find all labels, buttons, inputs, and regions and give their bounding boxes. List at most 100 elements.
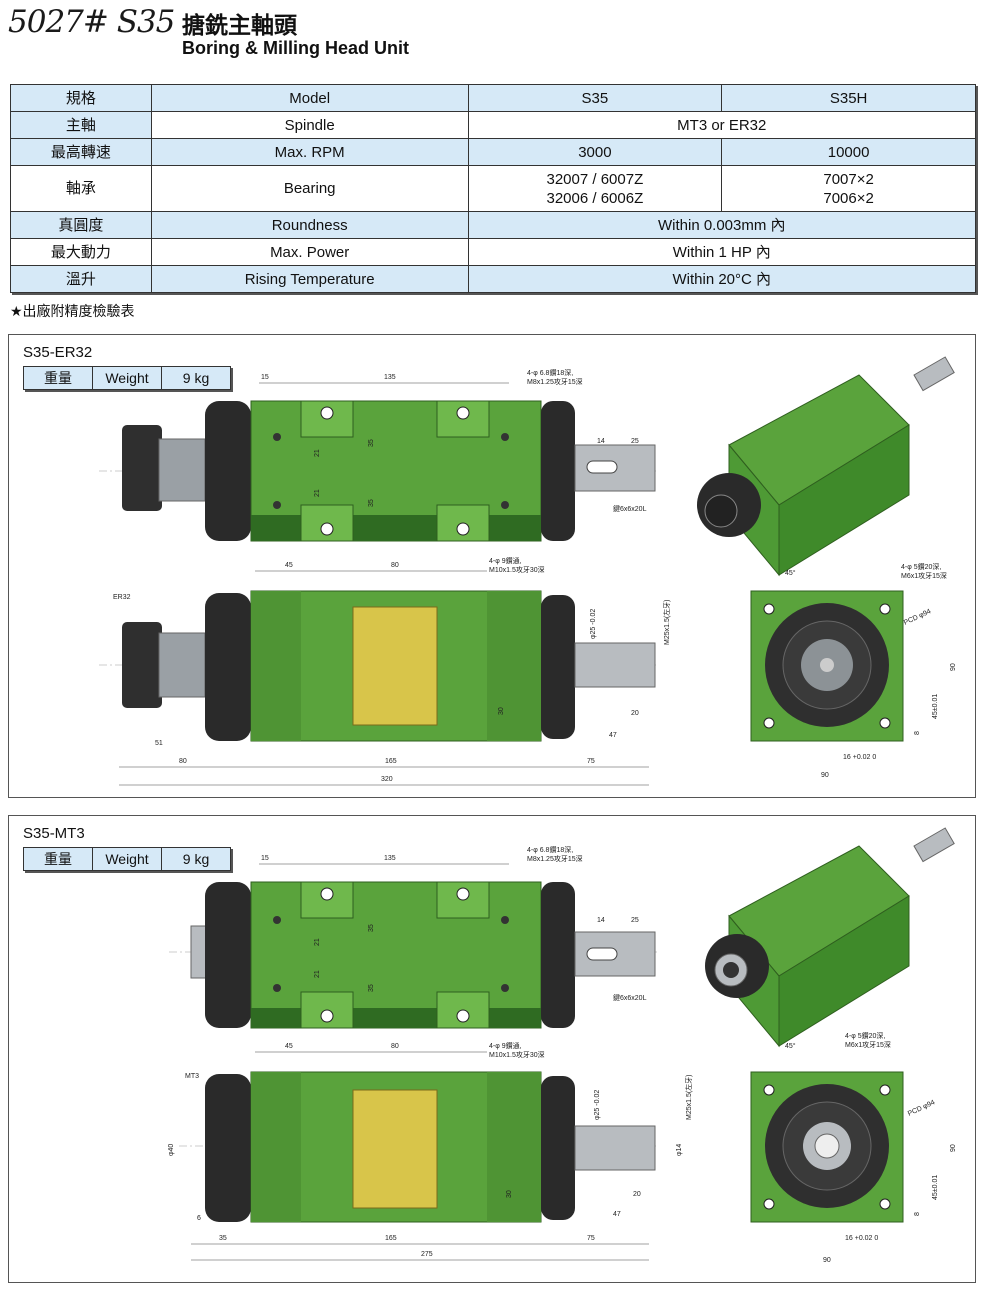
tool-label: MT3	[185, 1073, 199, 1080]
cell-both: Within 0.003mm 內	[467, 211, 977, 239]
isometric-view-drawing	[697, 356, 955, 577]
dim-8: 8	[914, 731, 921, 735]
cell-s35: 3000	[467, 138, 723, 166]
cell-s35h: S35H	[721, 84, 976, 112]
dim-90-horizontal: 90	[823, 1257, 831, 1264]
row-label-en: Rising Temperature	[150, 265, 469, 293]
key-note: 鍵6x6x20L	[613, 993, 647, 1002]
row-label-cn: 軸承	[10, 165, 152, 212]
dim-40: φ40	[168, 1144, 175, 1156]
table-row: 最大動力 Max. Power Within 1 HP 內	[10, 238, 977, 266]
weight-label-en: Weight	[93, 848, 162, 870]
dim-45-tol: 45±0.01	[932, 694, 939, 719]
table-row: 溫升 Rising Temperature Within 20°C 內	[10, 265, 977, 293]
row-label-en: Spindle	[150, 111, 469, 139]
panel-title: S35-MT3	[23, 825, 85, 842]
dim-25: 25	[631, 438, 639, 445]
dim-21b: 21	[314, 489, 321, 497]
dim-275: 275	[421, 1251, 433, 1258]
bearing-line: 7007×2	[823, 170, 874, 188]
row-label-en: Bearing	[150, 165, 469, 212]
spec-table: 規格 Model S35 S35H 主軸 Spindle MT3 or ER32…	[10, 84, 977, 293]
dim-35b: 35	[368, 499, 375, 507]
dim-80-front: 80	[179, 758, 187, 765]
table-row: 真圓度 Roundness Within 0.003mm 內	[10, 211, 977, 239]
row-label-en: Max. Power	[150, 238, 469, 266]
top-view-drawing	[169, 881, 659, 1029]
row-label-en: Roundness	[150, 211, 469, 239]
dim-15: 15	[261, 374, 269, 381]
bottom-hole-note-1: 4-φ 9鑽通,	[489, 1041, 522, 1050]
dim-90-vertical: 90	[950, 663, 957, 671]
drawing-er32: 15 135 4-φ 6.8鑽18深, M8x1.25攻牙15深 21 21 3…	[99, 356, 957, 786]
cell-both: Within 1 HP 內	[467, 238, 977, 266]
table-row: 最高轉速 Max. RPM 3000 10000	[10, 138, 976, 166]
weight-label-cn: 重量	[24, 367, 93, 389]
cell-s35: S35	[467, 84, 723, 112]
dim-90-horizontal: 90	[821, 772, 829, 779]
row-label-cn: 最高轉速	[10, 138, 152, 166]
dim-angle: 45°	[785, 1042, 796, 1050]
dim-25: 25	[631, 917, 639, 924]
dim-45: 45	[285, 562, 293, 569]
weight-box: 重量 Weight 9 kg	[23, 366, 231, 390]
bearing-line: 7006×2	[823, 189, 874, 207]
dim-14: 14	[597, 438, 605, 445]
row-label-cn: 最大動力	[10, 238, 152, 266]
row-label-en: Max. RPM	[150, 138, 469, 166]
dim-20: 20	[631, 710, 639, 717]
end-hole-note-2: M6x1攻牙15深	[901, 571, 947, 580]
dim-6: 6	[197, 1215, 201, 1222]
end-hole-note-1: 4-φ 5鑽20深,	[845, 1031, 885, 1040]
bottom-hole-note-2: M10x1.5攻牙30深	[489, 1050, 545, 1059]
dim-75: 75	[587, 758, 595, 765]
top-view-drawing	[99, 400, 659, 542]
dim-angle: 45°	[785, 569, 796, 577]
model-number: 5027# S35	[8, 4, 175, 40]
dim-165: 165	[385, 758, 397, 765]
dim-47: 47	[613, 1211, 621, 1218]
dim-135: 135	[384, 855, 396, 862]
dim-thread: M25x1.5(左牙)	[684, 1074, 693, 1120]
table-row: 主軸 Spindle MT3 or ER32	[10, 111, 977, 139]
weight-value: 9 kg	[182, 370, 210, 386]
cell-s35h: 7007×2 7006×2	[721, 165, 976, 212]
weight-label-en: Weight	[93, 367, 162, 389]
cell-s35: 32007 / 6007Z 32006 / 6006Z	[467, 165, 723, 212]
dim-320: 320	[381, 776, 393, 783]
dim-90-vertical: 90	[950, 1144, 957, 1152]
hole-note-1: 4-φ 6.8鑽18深,	[527, 845, 573, 854]
dim-16: 16 +0.02 0	[845, 1235, 878, 1242]
dim-35a: 35	[368, 924, 375, 932]
inspection-note: ★出廠附精度檢驗表	[10, 304, 135, 320]
panel-title: S35-ER32	[23, 344, 93, 361]
dim-pcd: PCD φ94	[907, 1099, 936, 1118]
weight-value: 9 kg	[182, 851, 210, 867]
dim-shaft-dia: φ25 -0.02	[594, 1090, 601, 1120]
row-label-cn: 主軸	[10, 111, 152, 139]
row-label-cn: 溫升	[10, 265, 152, 293]
tool-label: ER32	[113, 594, 131, 601]
front-cap-shape	[205, 401, 251, 541]
dim-20: 20	[633, 1191, 641, 1198]
front-view-drawing	[179, 1071, 659, 1223]
dim-35: 35	[219, 1235, 227, 1242]
end-hole-note-1: 4-φ 5鑽20深,	[901, 562, 941, 571]
dim-51: 51	[155, 740, 163, 747]
end-view-drawing	[750, 1071, 904, 1223]
dim-35a: 35	[368, 439, 375, 447]
dim-shaft-dia: φ25 -0.02	[590, 609, 597, 639]
hole-note-1: 4-φ 6.8鑽18深,	[527, 368, 573, 377]
dim-80: 80	[391, 562, 399, 569]
title-english: Boring & Milling Head Unit	[182, 38, 409, 58]
dim-thread: M25x1.5(左牙)	[662, 599, 671, 645]
dim-21b: 21	[314, 970, 321, 978]
nameplate-shape	[352, 606, 438, 726]
dim-8: 8	[914, 1212, 921, 1216]
dim-45-tol: 45±0.01	[932, 1175, 939, 1200]
dim-75: 75	[587, 1235, 595, 1242]
key-note: 鍵6x6x20L	[613, 504, 647, 513]
drawing-mt3: 15 135 4-φ 6.8鑽18深, M8x1.25攻牙15深 21 21 3…	[168, 827, 957, 1264]
dim-21a: 21	[314, 938, 321, 946]
dim-30: 30	[498, 707, 505, 715]
